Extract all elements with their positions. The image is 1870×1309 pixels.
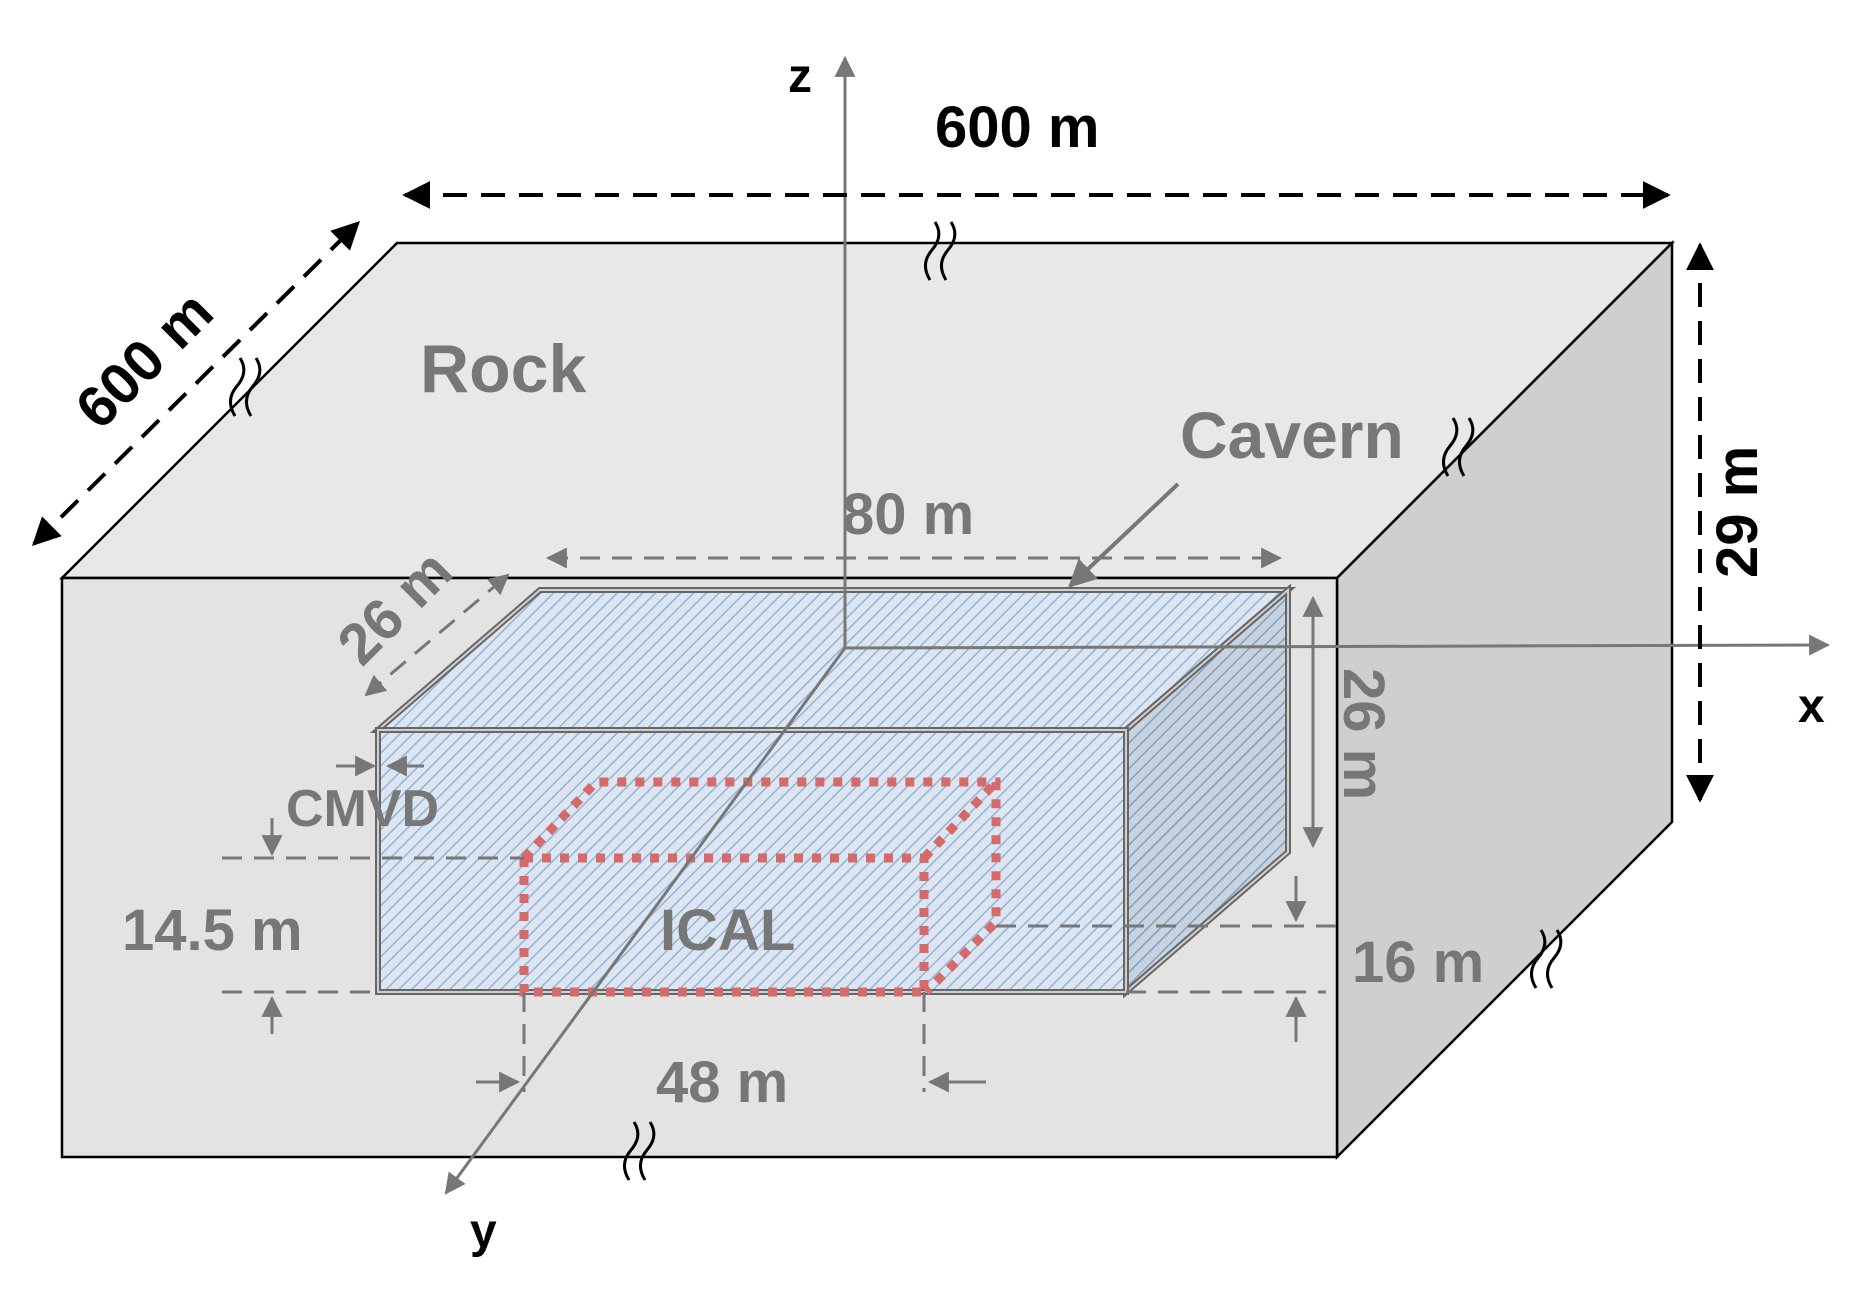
- axis-label-y: y: [470, 1205, 497, 1258]
- rock-length-label: 600 m: [935, 95, 1099, 160]
- break-marks: [229, 221, 1563, 1181]
- rock-dimensions: [32, 181, 1714, 803]
- cavern-pointer: [1067, 482, 1180, 588]
- ical-height-label: 14.5 m: [122, 898, 303, 963]
- rock-height-label: 29 m: [1705, 446, 1770, 578]
- rock-depth-arrow: [32, 221, 360, 546]
- x-axis: [844, 634, 1831, 656]
- ical-label: ICAL: [660, 898, 795, 963]
- cavern-dimensions: [222, 547, 1336, 1093]
- cavern-length-label: 80 m: [842, 482, 974, 547]
- axis-label-x: x: [1798, 680, 1825, 733]
- ical-depth-label: 16 m: [1352, 930, 1484, 995]
- cavern-label: Cavern: [1180, 398, 1404, 472]
- cavern-height-label: 26 m: [1331, 668, 1396, 800]
- y-axis: [444, 647, 847, 1195]
- rock-label: Rock: [420, 331, 586, 407]
- axis-label-z: z: [788, 50, 812, 103]
- cavern-box: [369, 583, 1297, 999]
- rock-depth-label: 600 m: [63, 279, 225, 441]
- ical-length-label: 48 m: [656, 1050, 788, 1115]
- cmvd-label: CMVD: [286, 780, 439, 838]
